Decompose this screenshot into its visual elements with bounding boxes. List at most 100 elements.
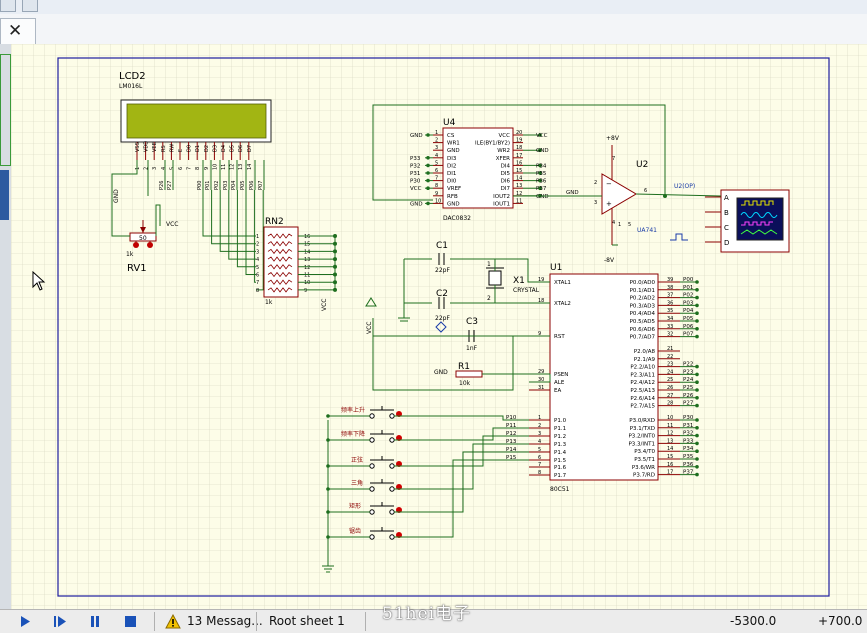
u1-pin-number: 3 xyxy=(538,431,541,437)
u4-pin-number: 18 xyxy=(516,145,522,151)
u1-pin-name: P2.2/A10 xyxy=(630,365,655,371)
u1-net-label: P00 xyxy=(683,277,694,283)
u4-net-label: P35 xyxy=(536,171,547,177)
svg-text:CRYSTAL: CRYSTAL xyxy=(513,287,540,294)
button-contact xyxy=(369,463,375,469)
rn2-resistor xyxy=(267,233,293,239)
u1-pin-number: 34 xyxy=(667,316,673,322)
u1-pin-name: P3.3/INT1 xyxy=(628,441,655,447)
lcd-pin-number: 11 xyxy=(221,164,227,170)
u4-pin-name: DI6 xyxy=(501,179,511,185)
u1-pin-number: 28 xyxy=(667,401,673,407)
u1-pin-number: 14 xyxy=(667,446,673,452)
u1-net-label: P07 xyxy=(683,332,694,338)
potentiometer-rv1[interactable]: 50 1k RV1 GND VCC xyxy=(113,189,178,274)
probe-symbol xyxy=(670,233,688,241)
u1-pin-number: 10 xyxy=(667,415,673,421)
button-contact xyxy=(389,486,395,492)
crystal-circuit[interactable]: C1 22pF C2 22pF X1 CRYSTAL 1 2 C3 1nF R1… xyxy=(365,241,540,387)
u1-pin-name: P0.6/AD6 xyxy=(630,327,656,333)
u1-net-label: P03 xyxy=(683,300,694,306)
u4-pin-name: GND xyxy=(447,201,460,207)
svg-text:+: + xyxy=(606,200,612,208)
u4-pin-number: 1 xyxy=(435,130,438,136)
rn2-resistor xyxy=(267,279,293,285)
u4-pin-number: 9 xyxy=(435,191,438,197)
u4-net-label: P34 xyxy=(536,163,547,169)
wire xyxy=(219,190,256,252)
toolbar-button[interactable] xyxy=(22,0,38,12)
u1-net-label: P15 xyxy=(506,455,517,461)
schematic-svg: LCD2 LM016L VSS1VDD2VEE3RS4RW5E6D07D18D2… xyxy=(11,44,867,609)
svg-text:2: 2 xyxy=(487,295,491,302)
u2-pin-number: 3 xyxy=(594,200,597,206)
junction-dot xyxy=(695,319,699,323)
stop-icon[interactable] xyxy=(119,613,141,630)
u1-net-label: P32 xyxy=(683,431,693,437)
u4-pin-number: 5 xyxy=(435,160,438,166)
button-label: 锯齿 xyxy=(349,527,361,535)
rn2-pin-number: 15 xyxy=(304,242,310,248)
lcd-pin-number: 1 xyxy=(135,167,141,170)
svg-text:U2: U2 xyxy=(636,160,648,170)
button-contact xyxy=(369,534,375,540)
svg-text:+8V: +8V xyxy=(606,135,620,142)
u4-net-label: P30 xyxy=(410,179,421,185)
u4-net-label: P32 xyxy=(410,163,420,169)
u1-net-label: P26 xyxy=(683,393,694,399)
junction-dot xyxy=(426,156,430,160)
u4-net-label: VCC xyxy=(536,133,548,139)
rn2-pin-number: 13 xyxy=(304,257,310,263)
wire xyxy=(394,415,529,421)
junction-dot xyxy=(695,388,699,392)
coord-y: +700.0 xyxy=(818,614,863,628)
u4-pin-number: 12 xyxy=(516,191,522,197)
u4-pin-name: DI7 xyxy=(501,186,511,192)
u1-pin-name: P1.0 xyxy=(554,418,567,424)
lcd-pin-name: D4 xyxy=(221,145,227,152)
lcd-pin-name: RS xyxy=(161,145,167,152)
u2-pin-number: 2 xyxy=(594,180,597,186)
lcd-part: LM016L xyxy=(119,83,143,90)
close-icon[interactable]: ✕ xyxy=(8,21,23,41)
u1-net-label: P13 xyxy=(506,439,517,445)
rn2-resistor xyxy=(267,241,293,247)
wire xyxy=(202,190,256,237)
messages-count[interactable]: 13 Messag... xyxy=(187,614,263,628)
play-icon[interactable] xyxy=(14,613,36,630)
u1-pin-name: P0.4/AD4 xyxy=(630,311,656,317)
u4-pin-name: DI4 xyxy=(501,163,511,169)
junction-dot xyxy=(695,457,699,461)
lcd-display[interactable]: LCD2 LM016L VSS1VDD2VEE3RS4RW5E6D07D18D2… xyxy=(119,71,272,291)
tab-schematic[interactable]: ✕ xyxy=(0,18,36,45)
toolbar-button[interactable] xyxy=(0,0,16,12)
svg-text:80C51: 80C51 xyxy=(550,486,570,493)
u1-net-label: P34 xyxy=(683,446,694,452)
rn2-resistor xyxy=(267,256,293,262)
lcd-pin-number: 6 xyxy=(178,167,184,170)
rn2-pin-number: 9 xyxy=(304,288,307,294)
warning-icon xyxy=(165,614,181,629)
step-icon[interactable] xyxy=(49,613,71,630)
svg-text:10k: 10k xyxy=(459,380,471,387)
wire xyxy=(254,190,256,283)
junction-dot xyxy=(695,372,699,377)
u1-pin-name: P1.7 xyxy=(554,473,567,479)
u1-pin-name: P0.0/AD0 xyxy=(630,280,656,286)
lcd-net-label: P04 xyxy=(231,181,237,190)
pause-icon[interactable] xyxy=(84,613,106,630)
u1-pin-number: 38 xyxy=(667,285,673,291)
u1-pin-name: P3.0/RXD xyxy=(629,418,655,424)
button-contact xyxy=(389,534,395,540)
svg-text:GND: GND xyxy=(113,189,120,203)
u1-pin-number: 11 xyxy=(667,423,673,429)
junction-dot xyxy=(695,327,699,331)
u1-net-label: P27 xyxy=(683,401,694,407)
